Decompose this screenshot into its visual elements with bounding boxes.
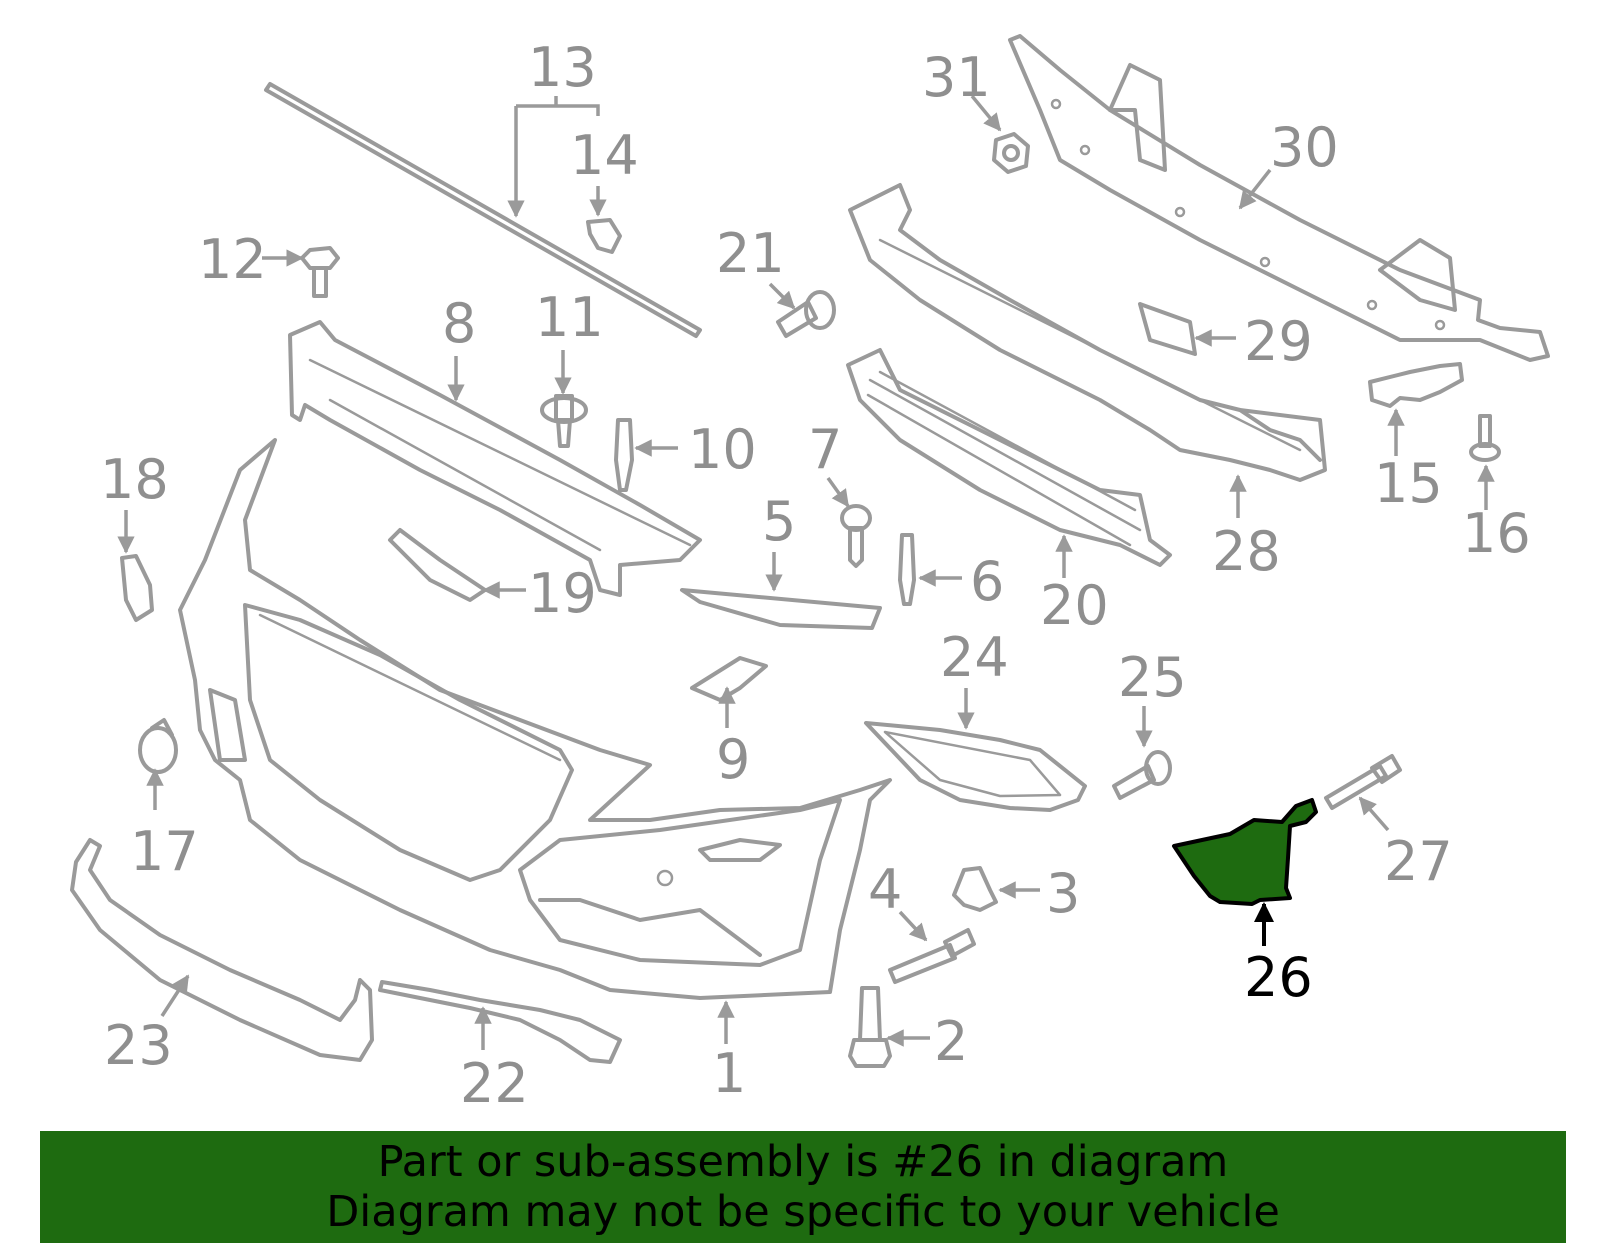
- part-30-reinforcement-bar: [1008, 34, 1550, 362]
- callout-5: 5: [762, 490, 796, 553]
- part-13-molding-strip: [264, 82, 702, 338]
- part-3-clip: [952, 866, 998, 912]
- part-24-bezel: [864, 721, 1087, 812]
- callout-31: 31: [922, 46, 991, 109]
- part-20-lower-grille: [846, 348, 1172, 567]
- callout-labels: 13 14 12 8 11 10 21 31 30 29 15 16 28 20…: [100, 36, 1531, 1115]
- callout-27: 27: [1384, 830, 1453, 893]
- part-31-nut: [992, 132, 1030, 174]
- part-22-lower-trim: [378, 980, 622, 1064]
- part-28-energy-absorber: [848, 183, 1327, 482]
- callout-15: 15: [1374, 452, 1443, 515]
- callout-1: 1: [712, 1042, 746, 1105]
- part-15-bracket: [1368, 362, 1464, 408]
- part-2-bolt: [848, 986, 892, 1068]
- callout-8: 8: [442, 292, 476, 355]
- part-6-stud: [898, 533, 916, 606]
- callout-20: 20: [1040, 574, 1109, 637]
- info-banner: Part or sub-assembly is #26 in diagram D…: [40, 1131, 1566, 1243]
- part-5-support: [680, 588, 882, 630]
- callout-25: 25: [1118, 646, 1187, 709]
- part-26-highlighted-bracket: [1172, 798, 1318, 906]
- callout-28: 28: [1212, 520, 1281, 583]
- callout-13: 13: [528, 36, 597, 99]
- leader-lines: [117, 94, 1495, 1050]
- part-25-bolt: [1112, 750, 1172, 800]
- callout-3: 3: [1046, 862, 1080, 925]
- part-7-clip: [840, 504, 872, 568]
- callout-10: 10: [688, 418, 757, 481]
- part-10-stud: [614, 418, 634, 492]
- part-1-bumper-cover: [178, 438, 892, 1000]
- callout-16: 16: [1462, 502, 1531, 565]
- banner-line-2: Diagram may not be specific to your vehi…: [326, 1187, 1280, 1237]
- callout-2: 2: [934, 1010, 968, 1073]
- callout-18: 18: [100, 448, 169, 511]
- part-19-bracket: [388, 528, 487, 602]
- callout-23: 23: [104, 1014, 173, 1077]
- part-9-bracket: [690, 656, 768, 702]
- callout-7: 7: [808, 418, 842, 481]
- callout-21: 21: [716, 222, 785, 285]
- part-21-bolt: [776, 290, 836, 338]
- callout-26-highlighted: 26: [1244, 946, 1313, 1009]
- callout-17: 17: [130, 820, 199, 883]
- part-18-bracket: [120, 554, 154, 622]
- part-8-upper-bracket: [288, 320, 702, 597]
- banner-line-1: Part or sub-assembly is #26 in diagram: [377, 1137, 1229, 1187]
- callout-24: 24: [940, 626, 1009, 689]
- part-17-sensor: [138, 718, 178, 774]
- callout-9: 9: [716, 728, 750, 791]
- callout-30: 30: [1270, 116, 1339, 179]
- callout-29: 29: [1244, 310, 1313, 373]
- callout-19: 19: [528, 562, 597, 625]
- part-29-bracket: [1138, 302, 1197, 356]
- callout-11: 11: [535, 286, 604, 349]
- callout-22: 22: [460, 1052, 529, 1115]
- part-16-screw: [1469, 414, 1501, 462]
- callout-12: 12: [198, 228, 267, 291]
- callout-14: 14: [570, 124, 639, 187]
- part-4-stud: [888, 928, 976, 984]
- part-11-push-pin: [540, 394, 588, 448]
- callout-6: 6: [970, 550, 1004, 613]
- part-14-clip: [586, 218, 622, 254]
- callout-4: 4: [868, 858, 902, 921]
- part-12-bolt: [300, 246, 340, 298]
- part-27-stud: [1324, 754, 1402, 810]
